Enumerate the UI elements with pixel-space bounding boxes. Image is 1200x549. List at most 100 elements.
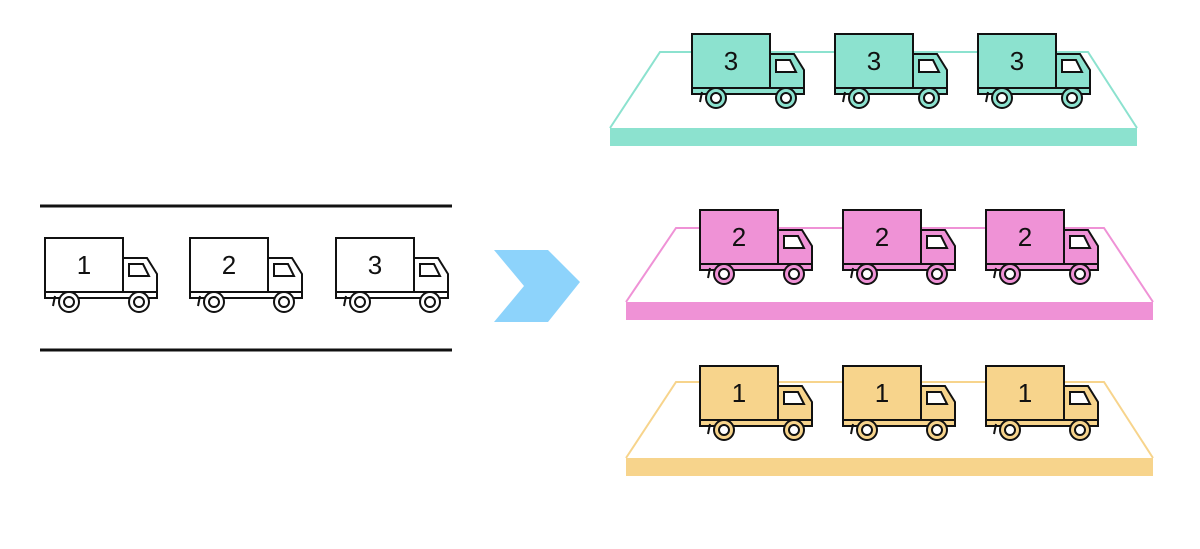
- platform-front-edge: [626, 302, 1153, 320]
- truck-cargo-box: [985, 209, 1065, 265]
- truck-hubcap: [718, 424, 730, 436]
- direction-arrow-icon: [494, 250, 580, 322]
- truck-mudflap: [197, 295, 201, 307]
- truck-cargo-box: [985, 365, 1065, 421]
- truck-hubcap: [208, 296, 220, 308]
- road-truck-2: 2: [189, 237, 303, 313]
- truck-cargo-box: [699, 209, 779, 265]
- truck-mudflap: [850, 423, 854, 435]
- truck-hubcap: [1074, 424, 1086, 436]
- truck-hubcap: [63, 296, 75, 308]
- truck-hubcap: [710, 92, 722, 104]
- platforms: 3 3 3 2 2 2 1 1 1: [609, 33, 1154, 476]
- truck-window: [1069, 235, 1092, 249]
- truck-number-label: 1: [875, 378, 889, 408]
- truck-chassis: [335, 291, 449, 299]
- truck-hubcap: [931, 424, 943, 436]
- truck-chassis: [691, 87, 805, 95]
- truck-number-label: 2: [222, 250, 236, 280]
- truck-cargo-box: [834, 33, 914, 89]
- truck-window: [926, 391, 949, 405]
- truck-hubcap: [788, 424, 800, 436]
- truck-window: [273, 263, 296, 277]
- truck-chassis: [699, 263, 813, 271]
- truck-chassis: [985, 263, 1099, 271]
- truck-hubcap: [861, 268, 873, 280]
- truck-hubcap: [853, 92, 865, 104]
- truck-mudflap: [842, 91, 846, 103]
- truck-window: [783, 391, 806, 405]
- platform-middle: 2 2 2: [625, 209, 1154, 320]
- truck-hubcap: [354, 296, 366, 308]
- truck-hubcap: [1004, 268, 1016, 280]
- truck-chassis: [834, 87, 948, 95]
- truck-number-label: 2: [732, 222, 746, 252]
- truck-chassis: [699, 419, 813, 427]
- platform-bottom-truck-3: 1: [985, 365, 1099, 441]
- truck-hubcap: [1066, 92, 1078, 104]
- road: 1 2 3: [40, 204, 452, 352]
- truck-mudflap: [343, 295, 347, 307]
- platform-top: 3 3 3: [609, 33, 1138, 146]
- platform-front-edge: [610, 128, 1137, 146]
- platform-middle-truck-1: 2: [699, 209, 813, 285]
- truck-hubcap: [923, 92, 935, 104]
- truck-number-label: 2: [875, 222, 889, 252]
- truck-mudflap: [985, 91, 989, 103]
- platform-bottom-truck-1: 1: [699, 365, 813, 441]
- truck-mudflap: [52, 295, 56, 307]
- truck-mudflap: [993, 423, 997, 435]
- truck-hubcap: [780, 92, 792, 104]
- truck-window: [775, 59, 798, 73]
- truck-hubcap: [718, 268, 730, 280]
- truck-number-label: 3: [368, 250, 382, 280]
- truck-mudflap: [707, 423, 711, 435]
- truck-hubcap: [133, 296, 145, 308]
- platform-front-edge: [626, 458, 1153, 476]
- platform-bottom-truck-2: 1: [842, 365, 956, 441]
- truck-hubcap: [278, 296, 290, 308]
- truck-chassis: [985, 419, 1099, 427]
- truck-chassis: [189, 291, 303, 299]
- truck-cargo-box: [842, 209, 922, 265]
- truck-hubcap: [996, 92, 1008, 104]
- platform-top-truck-3: 3: [977, 33, 1091, 109]
- truck-window: [783, 235, 806, 249]
- truck-number-label: 3: [867, 46, 881, 76]
- truck-number-label: 3: [724, 46, 738, 76]
- truck-hubcap: [1074, 268, 1086, 280]
- truck-window: [1069, 391, 1092, 405]
- truck-number-label: 1: [1018, 378, 1032, 408]
- road-truck-1: 1: [44, 237, 158, 313]
- platform-top-truck-2: 3: [834, 33, 948, 109]
- truck-cargo-box: [842, 365, 922, 421]
- platform-middle-truck-3: 2: [985, 209, 1099, 285]
- truck-mudflap: [993, 267, 997, 279]
- truck-hubcap: [1004, 424, 1016, 436]
- truck-chassis: [44, 291, 158, 299]
- truck-number-label: 3: [1010, 46, 1024, 76]
- truck-mudflap: [707, 267, 711, 279]
- truck-chassis: [977, 87, 1091, 95]
- truck-number-label: 1: [77, 250, 91, 280]
- truck-chassis: [842, 419, 956, 427]
- truck-window: [128, 263, 151, 277]
- platform-top-truck-1: 3: [691, 33, 805, 109]
- truck-cargo-box: [691, 33, 771, 89]
- platform-middle-truck-2: 2: [842, 209, 956, 285]
- truck-hubcap: [424, 296, 436, 308]
- truck-number-label: 2: [1018, 222, 1032, 252]
- truck-window: [419, 263, 442, 277]
- truck-chassis: [842, 263, 956, 271]
- truck-hubcap: [788, 268, 800, 280]
- platform-bottom: 1 1 1: [625, 365, 1154, 476]
- truck-window: [918, 59, 941, 73]
- truck-mudflap: [699, 91, 703, 103]
- road-trucks: 1 2 3: [44, 237, 449, 313]
- truck-hubcap: [861, 424, 873, 436]
- road-truck-3: 3: [335, 237, 449, 313]
- truck-hubcap: [931, 268, 943, 280]
- truck-mudflap: [850, 267, 854, 279]
- truck-window: [926, 235, 949, 249]
